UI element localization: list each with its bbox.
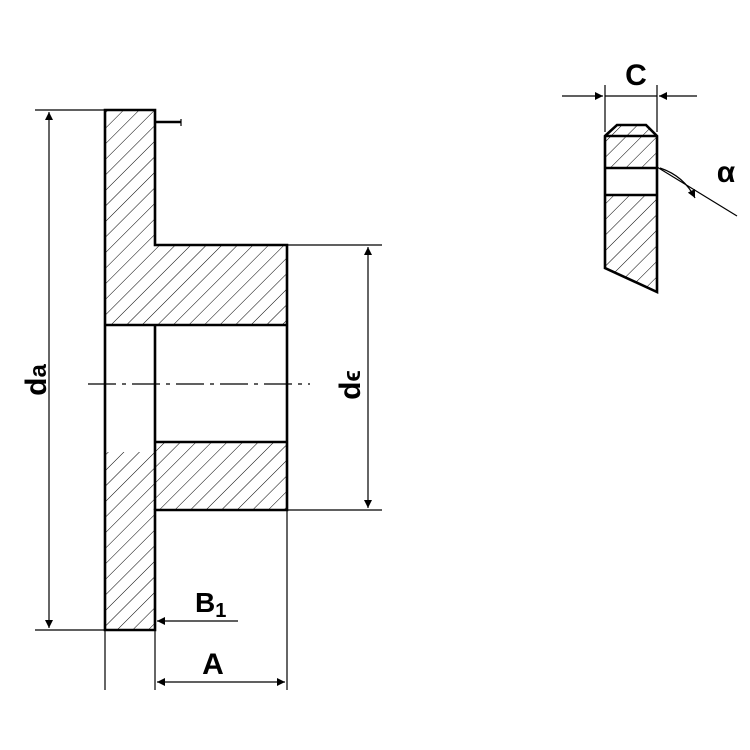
dimension-c: C xyxy=(562,59,697,132)
lower-plate-hatch xyxy=(105,452,155,630)
svg-text:dϵ: dϵ xyxy=(334,370,367,400)
plate-bore-gap xyxy=(106,326,154,452)
svg-text:B1: B1 xyxy=(195,587,226,622)
main-section-view xyxy=(88,108,310,632)
c-label: C xyxy=(625,59,647,92)
alpha-reference-line xyxy=(656,166,738,217)
svg-text:da: da xyxy=(20,364,53,396)
lower-hub-hatch xyxy=(155,442,287,510)
tooth-detail-view xyxy=(603,123,659,295)
tooth-upper-hatch xyxy=(605,125,657,168)
upper-plate-hatch xyxy=(105,110,287,325)
tooth-lower-hatch xyxy=(605,195,657,292)
de-label: d xyxy=(334,382,367,400)
da-label: d xyxy=(20,378,53,396)
dimension-b1: B1 xyxy=(157,587,238,625)
alpha-arc xyxy=(659,167,696,199)
dimension-a: A xyxy=(104,510,288,690)
dimension-de: dϵ xyxy=(287,244,382,511)
angle-alpha: α xyxy=(656,156,738,217)
b1-label: B xyxy=(195,587,215,618)
b1-label-sub: 1 xyxy=(215,600,226,622)
alpha-label: α xyxy=(717,156,736,189)
dimension-da: da xyxy=(20,109,105,631)
da-label-sub: a xyxy=(25,364,52,378)
a-label: A xyxy=(202,648,224,681)
de-label-sub: ϵ xyxy=(339,370,366,381)
